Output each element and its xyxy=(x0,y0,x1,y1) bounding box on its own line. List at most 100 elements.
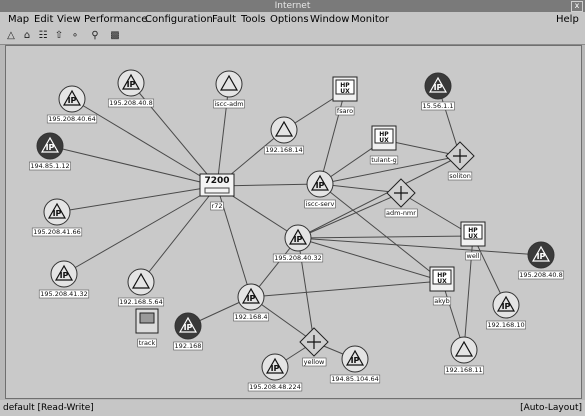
triangle-icon xyxy=(47,202,67,219)
map-node[interactable]: yellow xyxy=(299,327,329,367)
topology-icon[interactable]: ∘ xyxy=(71,30,79,41)
home-icon[interactable]: ⌂ xyxy=(23,30,31,41)
workstation-screen xyxy=(139,312,155,324)
link-line xyxy=(49,145,218,187)
node-label-box xyxy=(304,199,336,209)
map-node[interactable]: soliton xyxy=(445,141,475,181)
node-label-box xyxy=(302,357,327,367)
node-label-box xyxy=(517,270,565,280)
triangle-icon xyxy=(121,73,141,90)
hpux-text: HP xyxy=(340,82,350,89)
map-node[interactable]: iscc-adm xyxy=(213,70,245,109)
node-label: adm-nmr xyxy=(386,209,416,217)
link-line xyxy=(319,183,443,282)
ip-icon: IP xyxy=(434,83,443,92)
map-node[interactable]: IP 15.56.1.1 xyxy=(421,72,455,111)
switch-ports xyxy=(204,187,230,194)
node-label-box xyxy=(447,171,473,181)
node-label-box xyxy=(247,382,303,392)
menu-monitor[interactable]: Monitor xyxy=(351,14,390,25)
triangle-icon xyxy=(531,245,551,262)
menu-edit[interactable]: Edit xyxy=(34,14,54,25)
menu-configuration[interactable]: Configuration xyxy=(145,14,213,25)
triangle-icon xyxy=(454,340,474,357)
link-line xyxy=(297,237,443,282)
node-label-box xyxy=(272,253,324,263)
hpux-text: HP xyxy=(468,227,478,234)
node-label-box xyxy=(421,101,455,111)
node-label-box xyxy=(486,320,526,330)
link-line xyxy=(297,235,474,239)
node-label-box xyxy=(117,297,165,307)
close-icon[interactable]: x xyxy=(571,1,583,12)
router-arrows xyxy=(307,335,321,349)
menu-options[interactable]: Options xyxy=(270,14,309,25)
ip-icon: IP xyxy=(184,323,193,332)
map-tool-icon[interactable]: △ xyxy=(7,30,15,41)
triangle-icon xyxy=(265,357,285,374)
node-label: fsaro xyxy=(337,107,353,115)
link-line xyxy=(63,185,218,275)
network-icon[interactable]: ☷ xyxy=(38,30,48,41)
menu-map[interactable]: Map xyxy=(8,14,30,25)
triangle-icon xyxy=(274,120,294,137)
menu-performance[interactable]: Performance xyxy=(84,14,148,25)
triangle-icon xyxy=(345,349,365,366)
connect-icon[interactable]: ▩ xyxy=(110,30,120,41)
node-label-box xyxy=(173,341,203,351)
node-label: 192.168.11 xyxy=(445,366,482,374)
ip-icon: IP xyxy=(271,364,280,373)
node-label-box xyxy=(29,161,71,171)
triangle-icon xyxy=(310,174,330,191)
hpux-screen xyxy=(432,269,452,285)
node-label: 194.85.1.12 xyxy=(30,162,69,170)
map-node[interactable]: IP 194.85.1.12 xyxy=(29,132,71,171)
ip-icon: IP xyxy=(46,143,55,152)
search-icon[interactable]: ⚲ xyxy=(91,30,99,41)
node-label: well xyxy=(467,252,480,260)
node-label: 192.168.10 xyxy=(487,321,524,329)
node-label: 15.56.1.1 xyxy=(422,102,453,110)
status-layout: [Auto-Layout] xyxy=(520,403,582,413)
hpux-text: UX xyxy=(379,137,389,144)
map-node[interactable]: 192.168.5.64 xyxy=(117,268,165,307)
node-label: iscc-adm xyxy=(214,100,243,108)
ip-icon: IP xyxy=(537,252,546,261)
menu-help[interactable]: Help xyxy=(556,14,579,25)
map-node[interactable]: adm-nmr xyxy=(384,178,418,218)
menu-fault[interactable]: Fault xyxy=(212,14,236,25)
node-label-box xyxy=(46,114,98,124)
map-node[interactable]: 192.168.11 xyxy=(444,336,484,375)
up-level-icon[interactable]: ⇧ xyxy=(54,30,64,41)
menu-tools[interactable]: Tools xyxy=(241,14,266,25)
map-node[interactable]: 192.168.14 xyxy=(264,116,304,155)
ip-icon: IP xyxy=(127,80,136,89)
node-label: r72 xyxy=(212,202,223,210)
map-node[interactable]: track xyxy=(135,308,159,348)
link-line xyxy=(319,155,461,185)
triangle-icon xyxy=(178,316,198,333)
menu-view[interactable]: View xyxy=(57,14,81,25)
node-label: 195.208.40.64 xyxy=(48,115,96,123)
triangle-icon xyxy=(131,272,151,289)
menu-window[interactable]: Window xyxy=(310,14,350,25)
node-label-box xyxy=(335,106,355,116)
